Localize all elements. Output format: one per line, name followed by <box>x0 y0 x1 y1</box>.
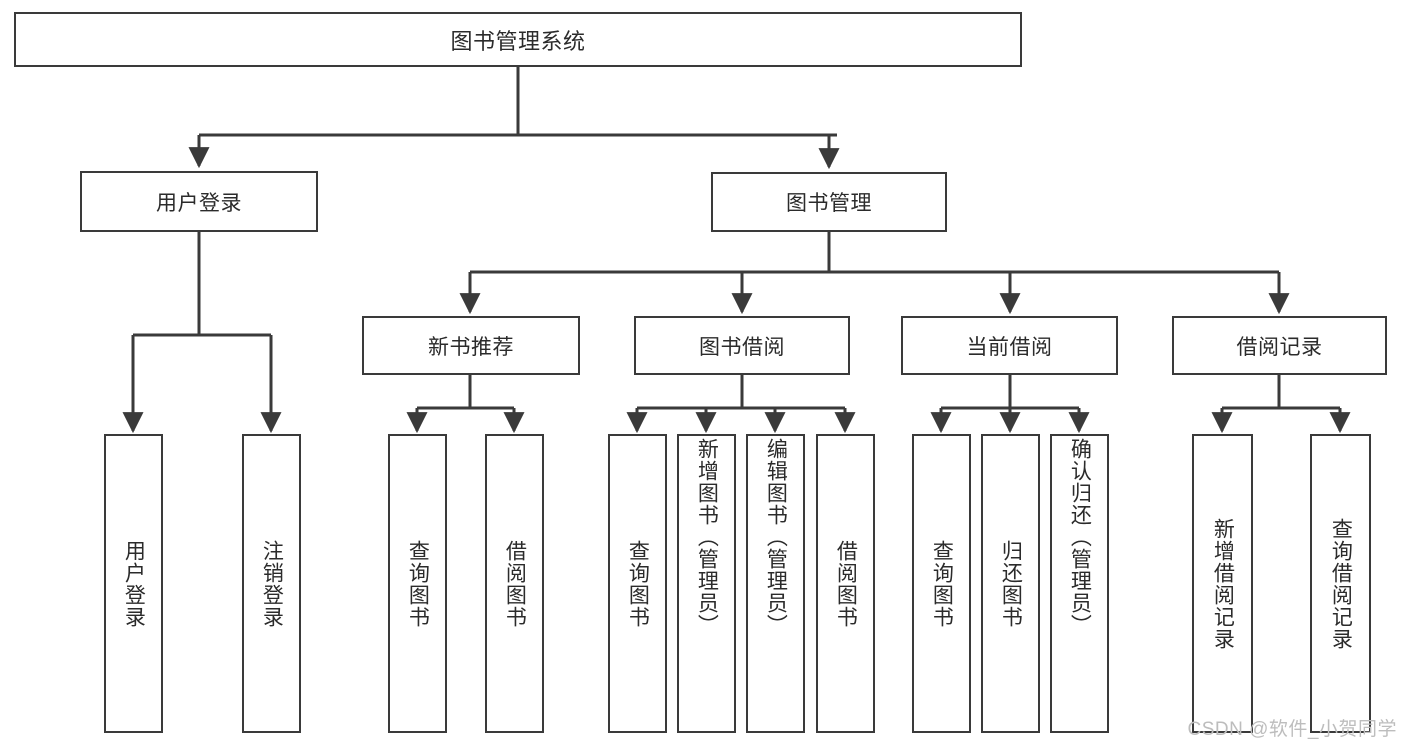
node-leaf-return-book[interactable]: 归还图书 <box>981 434 1040 733</box>
node-leaf-user-login-label: 用户登录 <box>122 539 146 628</box>
node-user-login-label: 用户登录 <box>156 191 242 215</box>
node-leaf-borrow-book-1-label: 借阅图书 <box>503 539 527 628</box>
node-leaf-add-book-label: 新增图书（管理员） <box>695 438 719 636</box>
node-book-management[interactable]: 图书管理 <box>711 172 947 232</box>
node-leaf-query-book-3-label: 查询图书 <box>930 539 954 628</box>
node-leaf-query-book-1-label: 查询图书 <box>406 539 430 628</box>
node-leaf-edit-book-label: 编辑图书（管理员） <box>764 438 788 636</box>
node-borrow-record-label: 借阅记录 <box>1236 335 1323 359</box>
node-borrow-record[interactable]: 借阅记录 <box>1172 316 1387 375</box>
node-current-borrow-label: 当前借阅 <box>966 335 1053 359</box>
node-root[interactable]: 图书管理系统 <box>14 12 1022 67</box>
node-leaf-add-book[interactable]: 新增图书（管理员） <box>677 434 736 733</box>
node-leaf-query-record[interactable]: 查询借阅记录 <box>1310 434 1371 733</box>
node-book-management-label: 图书管理 <box>786 192 872 215</box>
node-user-login[interactable]: 用户登录 <box>80 171 318 232</box>
node-leaf-add-record[interactable]: 新增借阅记录 <box>1192 434 1253 733</box>
node-leaf-return-book-label: 归还图书 <box>999 539 1023 628</box>
node-leaf-query-book-2-label: 查询图书 <box>626 539 650 628</box>
node-new-book-recommend[interactable]: 新书推荐 <box>362 316 580 375</box>
node-leaf-confirm-return-label: 确认归还（管理员） <box>1068 438 1092 636</box>
node-leaf-borrow-book-2[interactable]: 借阅图书 <box>816 434 875 733</box>
node-leaf-borrow-book-2-label: 借阅图书 <box>834 539 858 628</box>
node-leaf-query-book-3[interactable]: 查询图书 <box>912 434 971 733</box>
node-leaf-add-record-label: 新增借阅记录 <box>1211 517 1235 650</box>
node-leaf-query-book-2[interactable]: 查询图书 <box>608 434 667 733</box>
node-leaf-user-login[interactable]: 用户登录 <box>104 434 163 733</box>
node-new-book-recommend-label: 新书推荐 <box>428 335 514 359</box>
node-leaf-confirm-return[interactable]: 确认归还（管理员） <box>1050 434 1109 733</box>
node-leaf-edit-book[interactable]: 编辑图书（管理员） <box>746 434 805 733</box>
node-book-borrow[interactable]: 图书借阅 <box>634 316 850 375</box>
node-leaf-logout-label: 注销登录 <box>260 539 284 628</box>
node-current-borrow[interactable]: 当前借阅 <box>901 316 1118 375</box>
node-leaf-query-record-label: 查询借阅记录 <box>1329 517 1353 650</box>
node-leaf-logout[interactable]: 注销登录 <box>242 434 301 733</box>
node-leaf-borrow-book-1[interactable]: 借阅图书 <box>485 434 544 733</box>
node-book-borrow-label: 图书借阅 <box>699 335 785 359</box>
node-root-label: 图书管理系统 <box>450 28 586 54</box>
node-leaf-query-book-1[interactable]: 查询图书 <box>388 434 447 733</box>
